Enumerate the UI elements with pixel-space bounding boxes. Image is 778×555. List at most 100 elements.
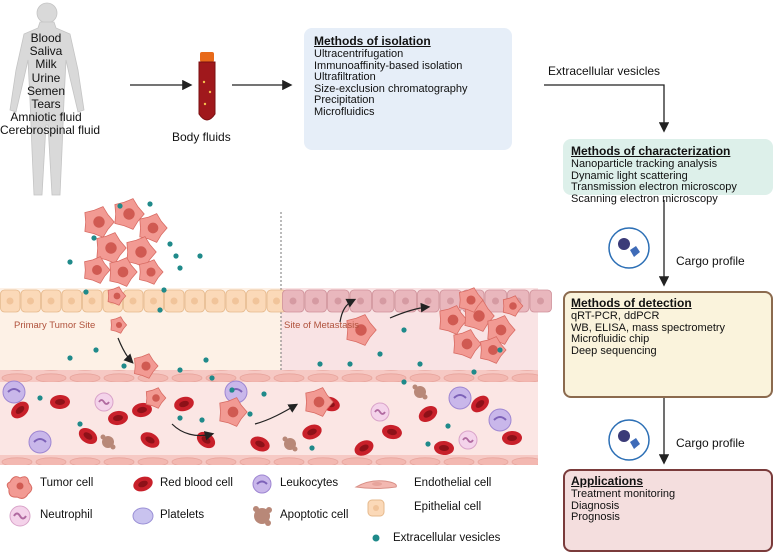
isolation-item: Size-exclusion chromatography (314, 82, 468, 95)
legend-apoptotic-cell: Apoptotic cell (280, 509, 349, 521)
epithelial-cell (225, 289, 246, 313)
characterization-item: Transmission electron microscopy (571, 181, 737, 194)
isolation-item: Immunoaffinity-based isolation (314, 59, 463, 72)
tumor-cell (109, 257, 138, 287)
characterization-item: Dynamic light scattering (571, 169, 688, 182)
isolation-item: Ultracentrifugation (314, 48, 404, 60)
vessel-endothelium-bottom (0, 455, 538, 465)
apoptotic-cell (282, 436, 298, 452)
extracellular-vesicle-dot (497, 347, 503, 353)
ev-label: Extracellular vesicles (548, 64, 661, 78)
neutrophil (370, 402, 390, 422)
characterization-item: Nanoparticle tracking analysis (571, 158, 718, 170)
extracellular-vesicle-dot (471, 369, 477, 375)
leukocyte (2, 380, 26, 404)
epithelial-cell (41, 289, 62, 313)
body-fluid-list: Blood Saliva Milk Urine Semen Tears Amni… (0, 31, 101, 138)
legend-glyphs (6, 474, 397, 542)
epithelial-cell (372, 289, 395, 313)
characterization-box: Methods of characterization Nanoparticle… (563, 139, 773, 204)
extracellular-vesicle-dot (177, 367, 183, 373)
epithelial-cell (246, 289, 267, 313)
arrow-to-metastasis-2 (389, 302, 431, 319)
detection-title: Methods of detection (571, 296, 692, 310)
extracellular-vesicle-dot (209, 375, 215, 381)
extracellular-vesicle-dot (425, 441, 431, 447)
red-blood-cell (382, 424, 402, 440)
fluid-item: Tears (31, 97, 61, 112)
epithelial-cell (123, 289, 144, 313)
red-blood-cell (471, 395, 489, 413)
tumor-cell (110, 316, 128, 334)
cargo-profile-label-2: Cargo profile (676, 436, 745, 450)
platelets-icon (132, 507, 154, 525)
applications-item: Diagnosis (571, 499, 620, 512)
fluid-item: Cerebrospinal fluid (0, 123, 101, 138)
arrow-circulation (171, 423, 215, 441)
tumor-cell (139, 259, 164, 285)
extracellular-vesicle-dot (197, 253, 203, 259)
epithelial-cell (282, 289, 305, 313)
red-blood-cell (354, 440, 374, 456)
isolation-item: Precipitation (314, 94, 375, 107)
tumor-cell (84, 206, 115, 238)
epithelial-cell (266, 289, 287, 313)
epithelial-cell (164, 289, 185, 313)
vessel-cells (2, 380, 522, 456)
cargo-profile-label-1: Cargo profile (676, 254, 745, 268)
detection-item: WB, ELISA, mass spectrometry (571, 321, 726, 334)
tumor-cell (134, 353, 159, 379)
tumor-cells (84, 198, 524, 427)
fluid-item: Semen (26, 83, 66, 98)
epithelial-cell (184, 289, 205, 313)
red-blood-cell (250, 436, 270, 452)
extracellular-vesicle-dot (161, 287, 167, 293)
red-blood-cell (174, 396, 194, 412)
arrow-to-metastasis-1 (339, 298, 357, 323)
tumor-cell (502, 295, 524, 317)
epithelial-cell-icon (367, 499, 385, 517)
metastasis-site-label: Site of Metastasis (284, 320, 359, 331)
tumor-cell (219, 397, 248, 427)
extracellular-vesicle-dot (91, 235, 97, 241)
fluid-item: Blood (30, 31, 62, 45)
extracellular-vesicle-dot (261, 391, 267, 397)
applications-title: Applications (571, 474, 644, 488)
red-blood-cell (140, 432, 160, 448)
neutrophil-icon (9, 505, 31, 527)
isolation-item: Ultrafiltration (314, 71, 376, 84)
extracellular-vesicle-dot (147, 201, 153, 207)
epithelial-cell (143, 289, 164, 313)
legend-extracellular-vesicles: Extracellular vesicles (393, 532, 501, 544)
legend-red-blood-cell: Red blood cell (160, 477, 233, 489)
epithelial-cell (205, 289, 226, 313)
leukocyte (488, 408, 512, 432)
extracellular-vesicle-dot (229, 387, 235, 393)
tumor-cell (453, 329, 482, 359)
epithelial-cell (327, 289, 350, 313)
red-blood-cell (434, 440, 454, 456)
apoptotic-cell-icon (253, 506, 272, 526)
fluid-item: Saliva (29, 44, 63, 59)
neutrophil (94, 392, 114, 412)
epithelial-cell (394, 289, 417, 313)
epithelial-layer-primary (0, 289, 287, 313)
red-blood-cell (50, 394, 70, 410)
tumor-cell (96, 232, 127, 264)
extracellular-vesicle-dot (377, 351, 383, 357)
tumor-cell (139, 213, 168, 243)
ev-cargo-icon-2 (608, 419, 650, 461)
ev-cargo-icon-1 (608, 227, 650, 269)
epithelial-cell (0, 289, 21, 313)
tumor-cell (84, 256, 111, 284)
legend-epithelial-cell: Epithelial cell (414, 501, 482, 513)
extracellular-vesicle-dot (167, 241, 173, 247)
extracellular-vesicle-dot (157, 307, 163, 313)
red-blood-cell (78, 427, 98, 445)
tumor-cell (145, 387, 167, 409)
arrow-intravasation (117, 337, 134, 364)
extracellular-vesicle-dot (177, 415, 183, 421)
epithelial-cell (304, 289, 327, 313)
red-blood-cell-icon (133, 476, 153, 492)
fluid-item: Milk (35, 57, 57, 72)
